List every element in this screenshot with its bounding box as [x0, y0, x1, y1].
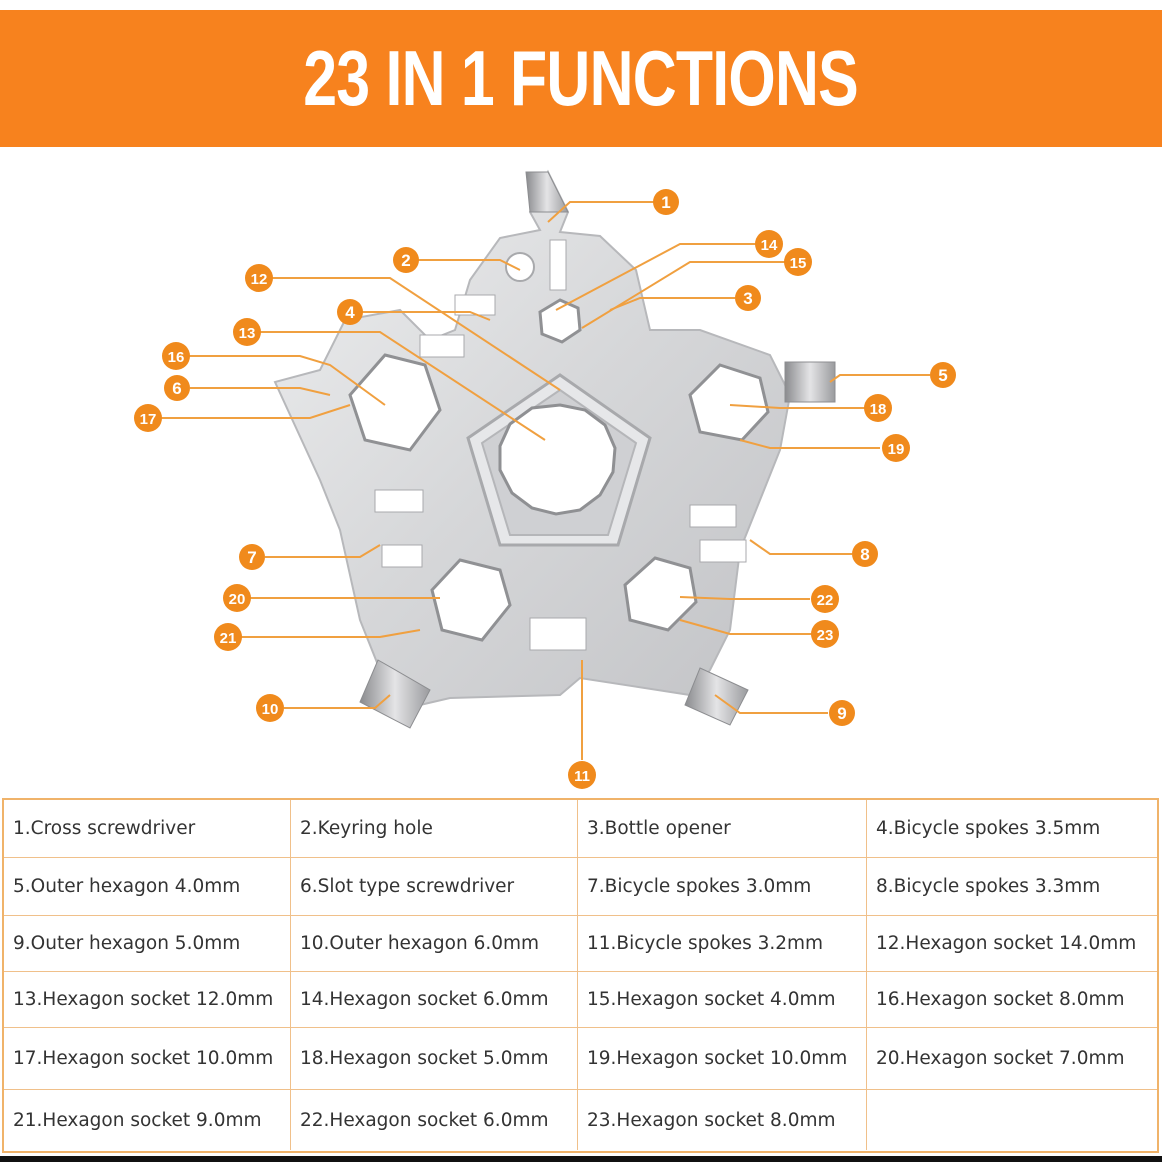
svg-text:9: 9: [837, 704, 846, 723]
function-cell: 22.Hexagon socket 6.0mm: [291, 1090, 578, 1150]
svg-text:2: 2: [401, 251, 410, 270]
function-cell: 9.Outer hexagon 5.0mm: [4, 916, 291, 972]
function-cell: 2.Keyring hole: [291, 800, 578, 858]
callout-1: 1: [653, 189, 679, 215]
function-cell: 17.Hexagon socket 10.0mm: [4, 1028, 291, 1090]
callout-7: 7: [239, 544, 265, 570]
function-cell: 4.Bicycle spokes 3.5mm: [867, 800, 1157, 858]
function-cell: 16.Hexagon socket 8.0mm: [867, 972, 1157, 1028]
callout-4: 4: [337, 299, 363, 325]
svg-text:11: 11: [574, 768, 590, 785]
svg-text:13: 13: [239, 325, 256, 342]
function-cell: 23.Hexagon socket 8.0mm: [578, 1090, 867, 1150]
function-cell: 3.Bottle opener: [578, 800, 867, 858]
svg-text:3: 3: [743, 289, 752, 308]
callout-15: 15: [784, 248, 812, 276]
callout-16: 16: [162, 342, 190, 370]
svg-text:20: 20: [229, 591, 246, 608]
callout-11: 11: [568, 761, 596, 789]
function-cell: 7.Bicycle spokes 3.0mm: [578, 858, 867, 916]
svg-text:6: 6: [172, 379, 181, 398]
svg-text:21: 21: [220, 630, 237, 647]
callout-23: 23: [811, 620, 839, 648]
bottom-border: [0, 1156, 1162, 1162]
leader-lines: [160, 201, 930, 760]
svg-text:23: 23: [817, 627, 834, 644]
callout-18: 18: [864, 394, 892, 422]
function-cell: 20.Hexagon socket 7.0mm: [867, 1028, 1157, 1090]
callout-12: 12: [245, 264, 273, 292]
callout-20: 20: [223, 584, 251, 612]
svg-text:22: 22: [817, 592, 834, 609]
svg-text:4: 4: [345, 303, 355, 322]
empty-cell: [867, 1090, 1157, 1150]
callout-21: 21: [214, 623, 242, 651]
callout-14: 14: [755, 230, 783, 258]
svg-text:12: 12: [251, 271, 268, 288]
snowflake-tool: [273, 169, 836, 729]
svg-text:15: 15: [790, 255, 807, 272]
svg-text:5: 5: [938, 366, 947, 385]
svg-text:19: 19: [888, 441, 905, 458]
callout-6: 6: [164, 375, 190, 401]
svg-text:8: 8: [860, 545, 869, 564]
callout-2: 2: [393, 247, 419, 273]
function-cell: 11.Bicycle spokes 3.2mm: [578, 916, 867, 972]
function-cell: 21.Hexagon socket 9.0mm: [4, 1090, 291, 1150]
title-banner: 23 IN 1 FUNCTIONS: [0, 10, 1162, 147]
function-cell: 8.Bicycle spokes 3.3mm: [867, 858, 1157, 916]
callouts: 1 2 3 4 5 6 7 8 9 10 11 12 13 14 15 16 1…: [134, 189, 956, 789]
callout-5: 5: [930, 362, 956, 388]
function-cell: 15.Hexagon socket 4.0mm: [578, 972, 867, 1028]
function-cell: 14.Hexagon socket 6.0mm: [291, 972, 578, 1028]
function-cell: 18.Hexagon socket 5.0mm: [291, 1028, 578, 1090]
svg-text:14: 14: [761, 237, 778, 254]
svg-text:16: 16: [168, 349, 185, 366]
callout-17: 17: [134, 404, 162, 432]
svg-text:17: 17: [140, 411, 157, 428]
multitool-diagram: 1 2 3 4 5 6 7 8 9 10 11 12 13 14 15 16 1…: [134, 169, 956, 789]
function-cell: 13.Hexagon socket 12.0mm: [4, 972, 291, 1028]
svg-text:18: 18: [870, 401, 887, 418]
function-cell: 5.Outer hexagon 4.0mm: [4, 858, 291, 916]
function-cell: 10.Outer hexagon 6.0mm: [291, 916, 578, 972]
svg-text:7: 7: [247, 548, 256, 567]
svg-text:10: 10: [262, 701, 279, 718]
function-cell: 19.Hexagon socket 10.0mm: [578, 1028, 867, 1090]
svg-text:1: 1: [661, 193, 670, 212]
function-cell: 1.Cross screwdriver: [4, 800, 291, 858]
banner-title: 23 IN 1 FUNCTIONS: [303, 34, 859, 122]
callout-13: 13: [233, 318, 261, 346]
callout-22: 22: [811, 585, 839, 613]
function-cell: 12.Hexagon socket 14.0mm: [867, 916, 1157, 972]
callout-3: 3: [735, 285, 761, 311]
function-cell: 6.Slot type screwdriver: [291, 858, 578, 916]
functions-table: 1.Cross screwdriver 2.Keyring hole 3.Bot…: [2, 798, 1159, 1153]
callout-8: 8: [852, 541, 878, 567]
callout-19: 19: [882, 434, 910, 462]
callout-9: 9: [829, 700, 855, 726]
callout-10: 10: [256, 694, 284, 722]
